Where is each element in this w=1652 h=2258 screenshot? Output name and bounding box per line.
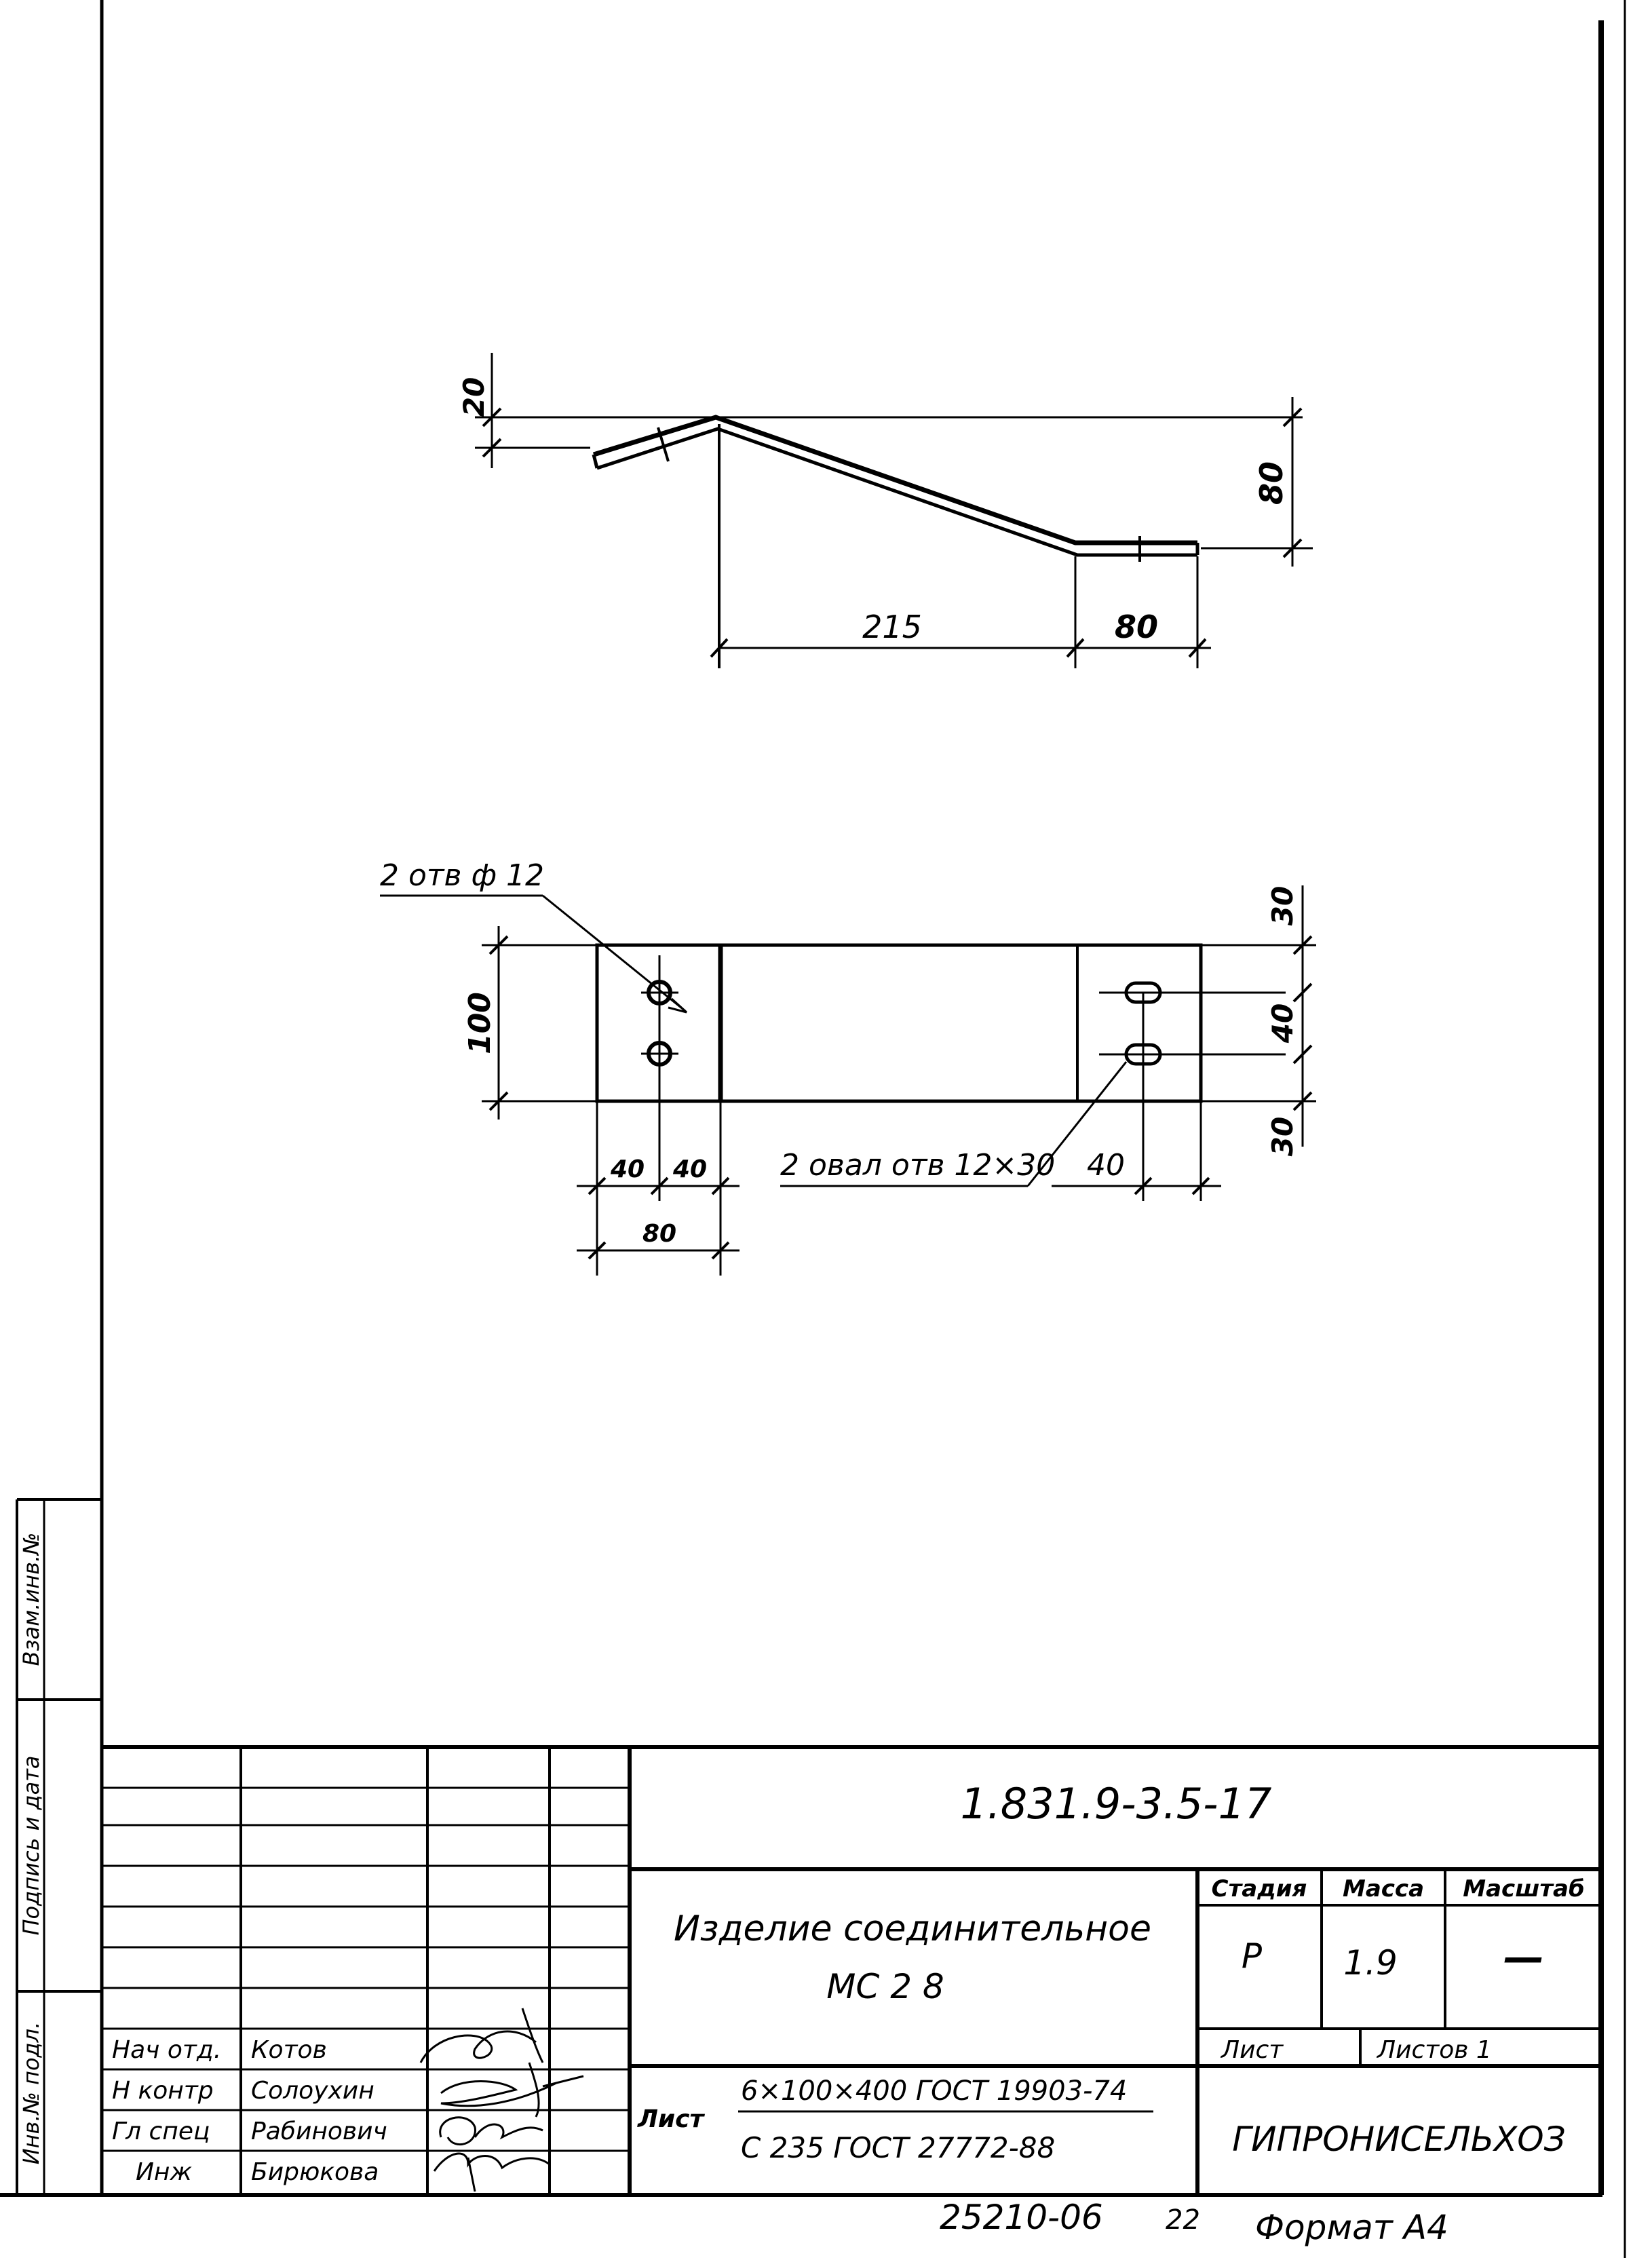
side-view: 20 80 215 80	[457, 353, 1313, 668]
sheet-label: Лист	[1220, 2036, 1284, 2064]
role-nach-otd: Нач отд.	[112, 2036, 221, 2064]
bent-plate-profile	[592, 415, 1199, 562]
dim-width-100: 100	[463, 992, 497, 1054]
callout-oval-holes: 2 овал отв 12×30	[780, 1148, 1055, 1183]
name-rabinovich: Рабинович	[251, 2118, 387, 2145]
dimension-ticks	[482, 407, 1303, 658]
material-line2: С 235 ГОСТ 27772-88	[741, 2131, 1055, 2164]
scale-label: Масштаб	[1463, 1875, 1584, 1902]
item-name-line2: МС 2 8	[826, 1967, 944, 2006]
stamp-vzam-inv: Взам.инв.№	[18, 1533, 44, 1666]
dim-slope-215: 215	[862, 609, 922, 645]
side-stamp: Взам.инв.№ Подпись и дата Инв.№ подл.	[16, 1498, 102, 2195]
name-biryukova: Бирюкова	[251, 2158, 379, 2186]
role-gl-spec: Гл спец	[112, 2118, 210, 2145]
oval-holes	[1099, 981, 1286, 1201]
mass-value: 1.9	[1343, 1943, 1398, 1983]
plan-view: 2 отв ф 12 2 овал отв 12×30 100 30 40 30…	[380, 858, 1316, 1276]
dim-left-40-b: 40	[672, 1155, 707, 1183]
role-inzh: Инж	[136, 2158, 192, 2186]
dim-left-40-a: 40	[610, 1155, 645, 1183]
footer-format: Формат А4	[1255, 2208, 1448, 2247]
footer-page: 22	[1166, 2204, 1200, 2236]
dim-bottom-30: 30	[1266, 1117, 1299, 1156]
scale-value: —	[1503, 1934, 1544, 1981]
name-solouhin: Солоухин	[251, 2077, 374, 2105]
item-name-line1: Изделие соединительное	[674, 1909, 1151, 1949]
material-label: Лист	[637, 2105, 705, 2133]
name-kotov: Котов	[251, 2036, 327, 2064]
dim-left-80: 80	[642, 1220, 676, 1248]
sheets-label: Листов 1	[1376, 2036, 1492, 2064]
role-n-kontr: Н контр	[112, 2077, 214, 2105]
organization-name: ГИПРОНИСЕЛЬХОЗ	[1232, 2120, 1565, 2159]
title-block: 1.831.9-3.5-17 Изделие соединительное МС…	[102, 1745, 1602, 2195]
stage-value: Р	[1242, 1936, 1263, 1976]
plan-dimension-ticks	[488, 935, 1313, 1260]
dim-rise-20: 20	[457, 377, 491, 417]
footer: 25210-06 22 Формат А4	[940, 2198, 1448, 2247]
round-holes	[641, 955, 678, 1201]
dim-top-30: 30	[1266, 886, 1299, 925]
drawing-designation: 1.831.9-3.5-17	[961, 1779, 1272, 1829]
dim-height-80: 80	[1253, 461, 1290, 505]
stamp-podpis-data: Подпись и дата	[18, 1755, 44, 1935]
stage-label: Стадия	[1212, 1875, 1307, 1902]
dim-flat-80: 80	[1115, 609, 1158, 645]
dim-oval-spacing-40: 40	[1087, 1148, 1125, 1183]
material-line1: 6×100×400 ГОСТ 19903-74	[741, 2075, 1127, 2107]
plate-outline	[595, 943, 1203, 1103]
stamp-inv-podl: Инв.№ подл.	[18, 2022, 44, 2165]
footer-number: 25210-06	[940, 2198, 1103, 2237]
mass-label: Масса	[1343, 1875, 1424, 1902]
dim-middle-40: 40	[1266, 1003, 1299, 1044]
signatures	[419, 2008, 584, 2192]
callout-round-holes: 2 отв ф 12	[380, 858, 544, 893]
